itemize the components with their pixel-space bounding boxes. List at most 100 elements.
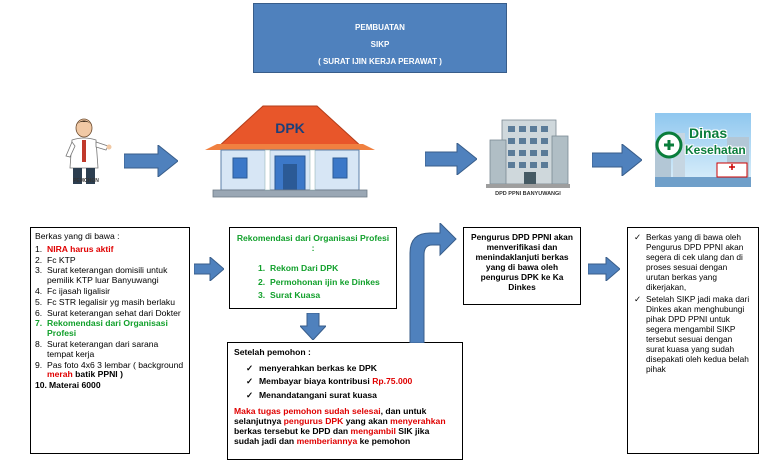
person-icon bbox=[65, 118, 112, 184]
ppni-box-text: Pengurus DPD PPNI akan menverifikasi dan… bbox=[471, 232, 573, 292]
item-num: 8. bbox=[35, 338, 43, 349]
requirement-item: 2. Fc KTP bbox=[35, 254, 185, 266]
recommendation-box: Rekomendasi dari Organisasi Profesi : 1.… bbox=[229, 227, 397, 309]
note-red: memberiannya bbox=[296, 436, 358, 447]
item-text: Surat Kuasa bbox=[270, 289, 321, 300]
requirement-item: 9. Pas foto 4x6 3 lembar ( background mer… bbox=[35, 359, 185, 381]
check-text-red: Rp.75.000 bbox=[372, 376, 413, 387]
check-icon: ✓ bbox=[634, 232, 641, 242]
requirement-item: 5. Fc STR legalisir yg masih berlaku bbox=[35, 296, 185, 308]
arrow-right-5 bbox=[588, 257, 620, 281]
item-text: Permohonan ijin ke Dinkes bbox=[270, 276, 380, 287]
title-line-2: SIKP bbox=[370, 40, 390, 49]
item-text: Fc ijasah ligalisir bbox=[47, 285, 111, 296]
arrow-down bbox=[300, 313, 326, 340]
item-num: 7. bbox=[35, 318, 43, 329]
requirement-item: 7. Rekomendasi dari Organisasi Profesi bbox=[35, 319, 185, 339]
item-num: 1. bbox=[35, 243, 43, 254]
after-checks: ✓ menyerahkan berkas ke DPK ✓ Membayar bia… bbox=[234, 363, 456, 400]
requirements-heading: Berkas yang di bawa : bbox=[35, 231, 120, 241]
item-text: Fc STR legalisir yg masih berlaku bbox=[47, 296, 175, 307]
note-red: mengambil bbox=[350, 426, 396, 437]
arrow-right-1 bbox=[124, 145, 178, 177]
check-icon: ✓ bbox=[246, 363, 254, 374]
arrow-right-3 bbox=[592, 144, 642, 176]
requirement-item: 1. NIRA harus aktif bbox=[35, 243, 185, 255]
arrow-up-curved bbox=[409, 223, 457, 343]
note-text: SIK jika sudah jadi dan bbox=[234, 426, 430, 447]
item-text-red: merah bbox=[47, 369, 73, 380]
check-text: Membayar biaya kontribusi bbox=[259, 376, 373, 387]
recommendation-item: 1. Rekom Dari DPK bbox=[258, 263, 390, 273]
item-num: 1. bbox=[258, 263, 266, 274]
item-text-part: batik PPNI ) bbox=[72, 369, 123, 380]
pemohon-caption: PEMOHON bbox=[73, 178, 99, 184]
check-text: menyerahkan berkas ke DPK bbox=[259, 363, 377, 374]
arrow-right-2 bbox=[425, 143, 477, 175]
check-item: ✓ Setelah SIKP jadi maka dari Dinkes akan… bbox=[634, 294, 752, 374]
item-text: Materai 6000 bbox=[49, 380, 101, 391]
dpk-label: DPK bbox=[275, 120, 305, 136]
note-text: berkas tersebut ke DPD dan bbox=[234, 426, 351, 437]
recommendation-list: 1. Rekom Dari DPK 2. Permohonan ijin ke Di… bbox=[236, 263, 390, 300]
item-text: Surat keterangan sehat dari Dokter bbox=[47, 307, 181, 318]
office-building-icon bbox=[486, 119, 570, 188]
item-num: 9. bbox=[35, 359, 43, 370]
check-icon: ✓ bbox=[246, 376, 254, 387]
item-text: NIRA harus aktif bbox=[47, 243, 114, 254]
arrow-right-4 bbox=[194, 257, 224, 281]
kesehatan-label: Kesehatan bbox=[685, 143, 746, 157]
requirement-item: 8. Surat keterangan dari sarana tempat ke… bbox=[35, 338, 185, 360]
item-text: Surat keterangan domisili untuk pemilik … bbox=[47, 265, 168, 286]
ppni-caption: DPD PPNI BANYUWANGI bbox=[495, 191, 561, 197]
check-text: Menandatangani surat kuasa bbox=[259, 389, 377, 400]
after-pemohon-box: Setelah pemohon : ✓ menyerahkan berkas ke… bbox=[227, 342, 463, 460]
health-office-illustration bbox=[655, 131, 751, 187]
note-red: Maka tugas pemohon sudah selesai bbox=[234, 405, 381, 416]
item-text: Rekom Dari DPK bbox=[270, 263, 339, 274]
check-item: ✓ Berkas yang di bawa oleh Pengurus DPD P… bbox=[634, 232, 752, 292]
item-num: 2. bbox=[258, 276, 266, 287]
requirements-list: 1. NIRA harus aktif 2. Fc KTP 3. Surat kete… bbox=[35, 243, 185, 391]
check-text: Berkas yang di bawa oleh Pengurus DPD PP… bbox=[646, 232, 744, 292]
requirement-item: 4. Fc ijasah ligalisir bbox=[35, 285, 185, 297]
check-icon: ✓ bbox=[634, 294, 641, 304]
requirement-item: 3. Surat keterangan domisili untuk pemili… bbox=[35, 266, 185, 286]
dinas-label: Dinas bbox=[689, 125, 728, 141]
recommendation-item: 2. Permohonan ijin ke Dinkes bbox=[258, 277, 390, 287]
title-box: PEMBUATAN SIKP ( SURAT IJIN KERJA PERAWA… bbox=[253, 3, 507, 73]
after-heading: Setelah pemohon : bbox=[234, 347, 311, 357]
house-icon bbox=[205, 105, 375, 198]
item-text: Fc KTP bbox=[47, 254, 76, 265]
check-item: ✓ Membayar biaya kontribusi Rp.75.000 bbox=[246, 376, 456, 386]
dinkes-box: ✓ Berkas yang di bawa oleh Pengurus DPD P… bbox=[627, 227, 759, 454]
item-text: Surat keterangan dari sarana tempat kerj… bbox=[47, 338, 159, 359]
recommendation-item: 3. Surat Kuasa bbox=[258, 290, 390, 300]
item-num: 2. bbox=[35, 254, 43, 265]
item-num: 3. bbox=[258, 289, 266, 300]
item-num: 4. bbox=[35, 285, 43, 296]
item-text: Pas foto 4x6 3 lembar ( background merah… bbox=[47, 360, 185, 381]
note-red: menyerahkan bbox=[390, 416, 446, 427]
requirements-box: Berkas yang di bawa : 1. NIRA harus aktif… bbox=[30, 227, 190, 454]
title-line-1: PEMBUATAN bbox=[355, 23, 405, 32]
dinkes-checks: ✓ Berkas yang di bawa oleh Pengurus DPD P… bbox=[634, 232, 752, 374]
note-text: ke pemohon bbox=[357, 436, 411, 447]
recommendation-heading: Rekomendasi dari Organisasi Profesi : bbox=[236, 233, 390, 254]
check-item: ✓ Menandatangani surat kuasa bbox=[246, 390, 456, 400]
after-note: Maka tugas pemohon sudah selesai, dan un… bbox=[234, 406, 456, 447]
item-text: Rekomendasi dari Organisasi Profesi bbox=[47, 318, 168, 339]
check-text: Setelah SIKP jadi maka dari Dinkes akan … bbox=[646, 294, 750, 374]
title-line-3: ( SURAT IJIN KERJA PERAWAT ) bbox=[318, 57, 442, 66]
item-num: 10. bbox=[35, 380, 47, 391]
check-icon: ✓ bbox=[246, 389, 254, 400]
item-num: 3. bbox=[35, 265, 43, 276]
item-num: 5. bbox=[35, 296, 43, 307]
note-red: pengurus DPK bbox=[283, 416, 344, 427]
note-text: , dan untuk selanjutnya bbox=[234, 405, 427, 427]
item-num: 6. bbox=[35, 307, 43, 318]
requirement-item: 6. Surat keterangan sehat dari Dokter bbox=[35, 307, 185, 319]
check-item: ✓ menyerahkan berkas ke DPK bbox=[246, 363, 456, 373]
health-office-logo-icon: Dinas Kesehatan bbox=[655, 113, 751, 187]
requirement-item: 10.Materai 6000 bbox=[35, 380, 185, 391]
